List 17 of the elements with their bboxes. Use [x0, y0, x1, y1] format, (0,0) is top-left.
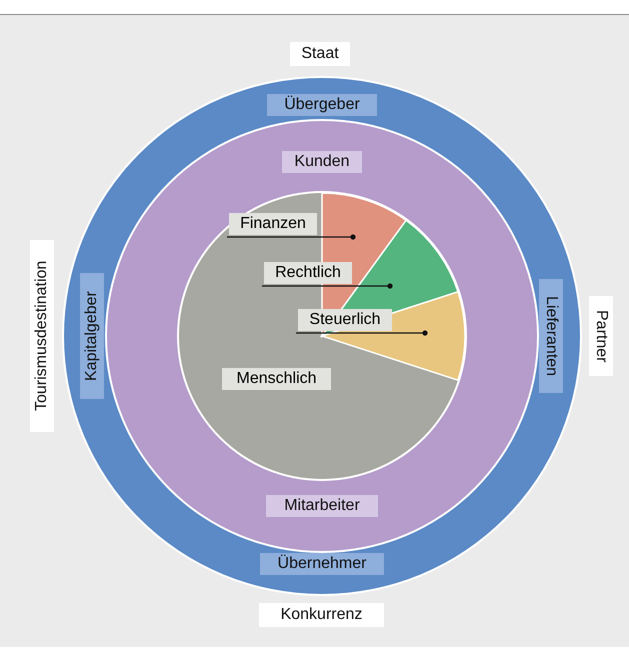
- ring-label: Übergeber: [267, 94, 377, 116]
- slice-label: Steuerlich: [298, 309, 392, 331]
- ring-label: Lieferanten: [539, 279, 563, 393]
- leader-line: [262, 283, 393, 289]
- leader-line: [227, 234, 356, 240]
- ring-label: Kunden: [282, 151, 362, 173]
- ring-label: Kapitalgeber: [80, 273, 104, 399]
- stakeholder-label: Konkurrenz: [259, 603, 384, 627]
- stakeholder-label: Tourismusdestination: [30, 240, 54, 432]
- stakeholder-label: Partner: [589, 296, 613, 376]
- slice-label: Rechtlich: [264, 262, 352, 284]
- stakeholder-label: Staat: [290, 42, 350, 66]
- ring-label: Mitarbeiter: [266, 495, 378, 517]
- slice-label: Menschlich: [222, 368, 331, 390]
- leader-line: [296, 330, 428, 336]
- slice-label: Finanzen: [229, 213, 317, 235]
- ring-label: Übernehmer: [260, 553, 384, 575]
